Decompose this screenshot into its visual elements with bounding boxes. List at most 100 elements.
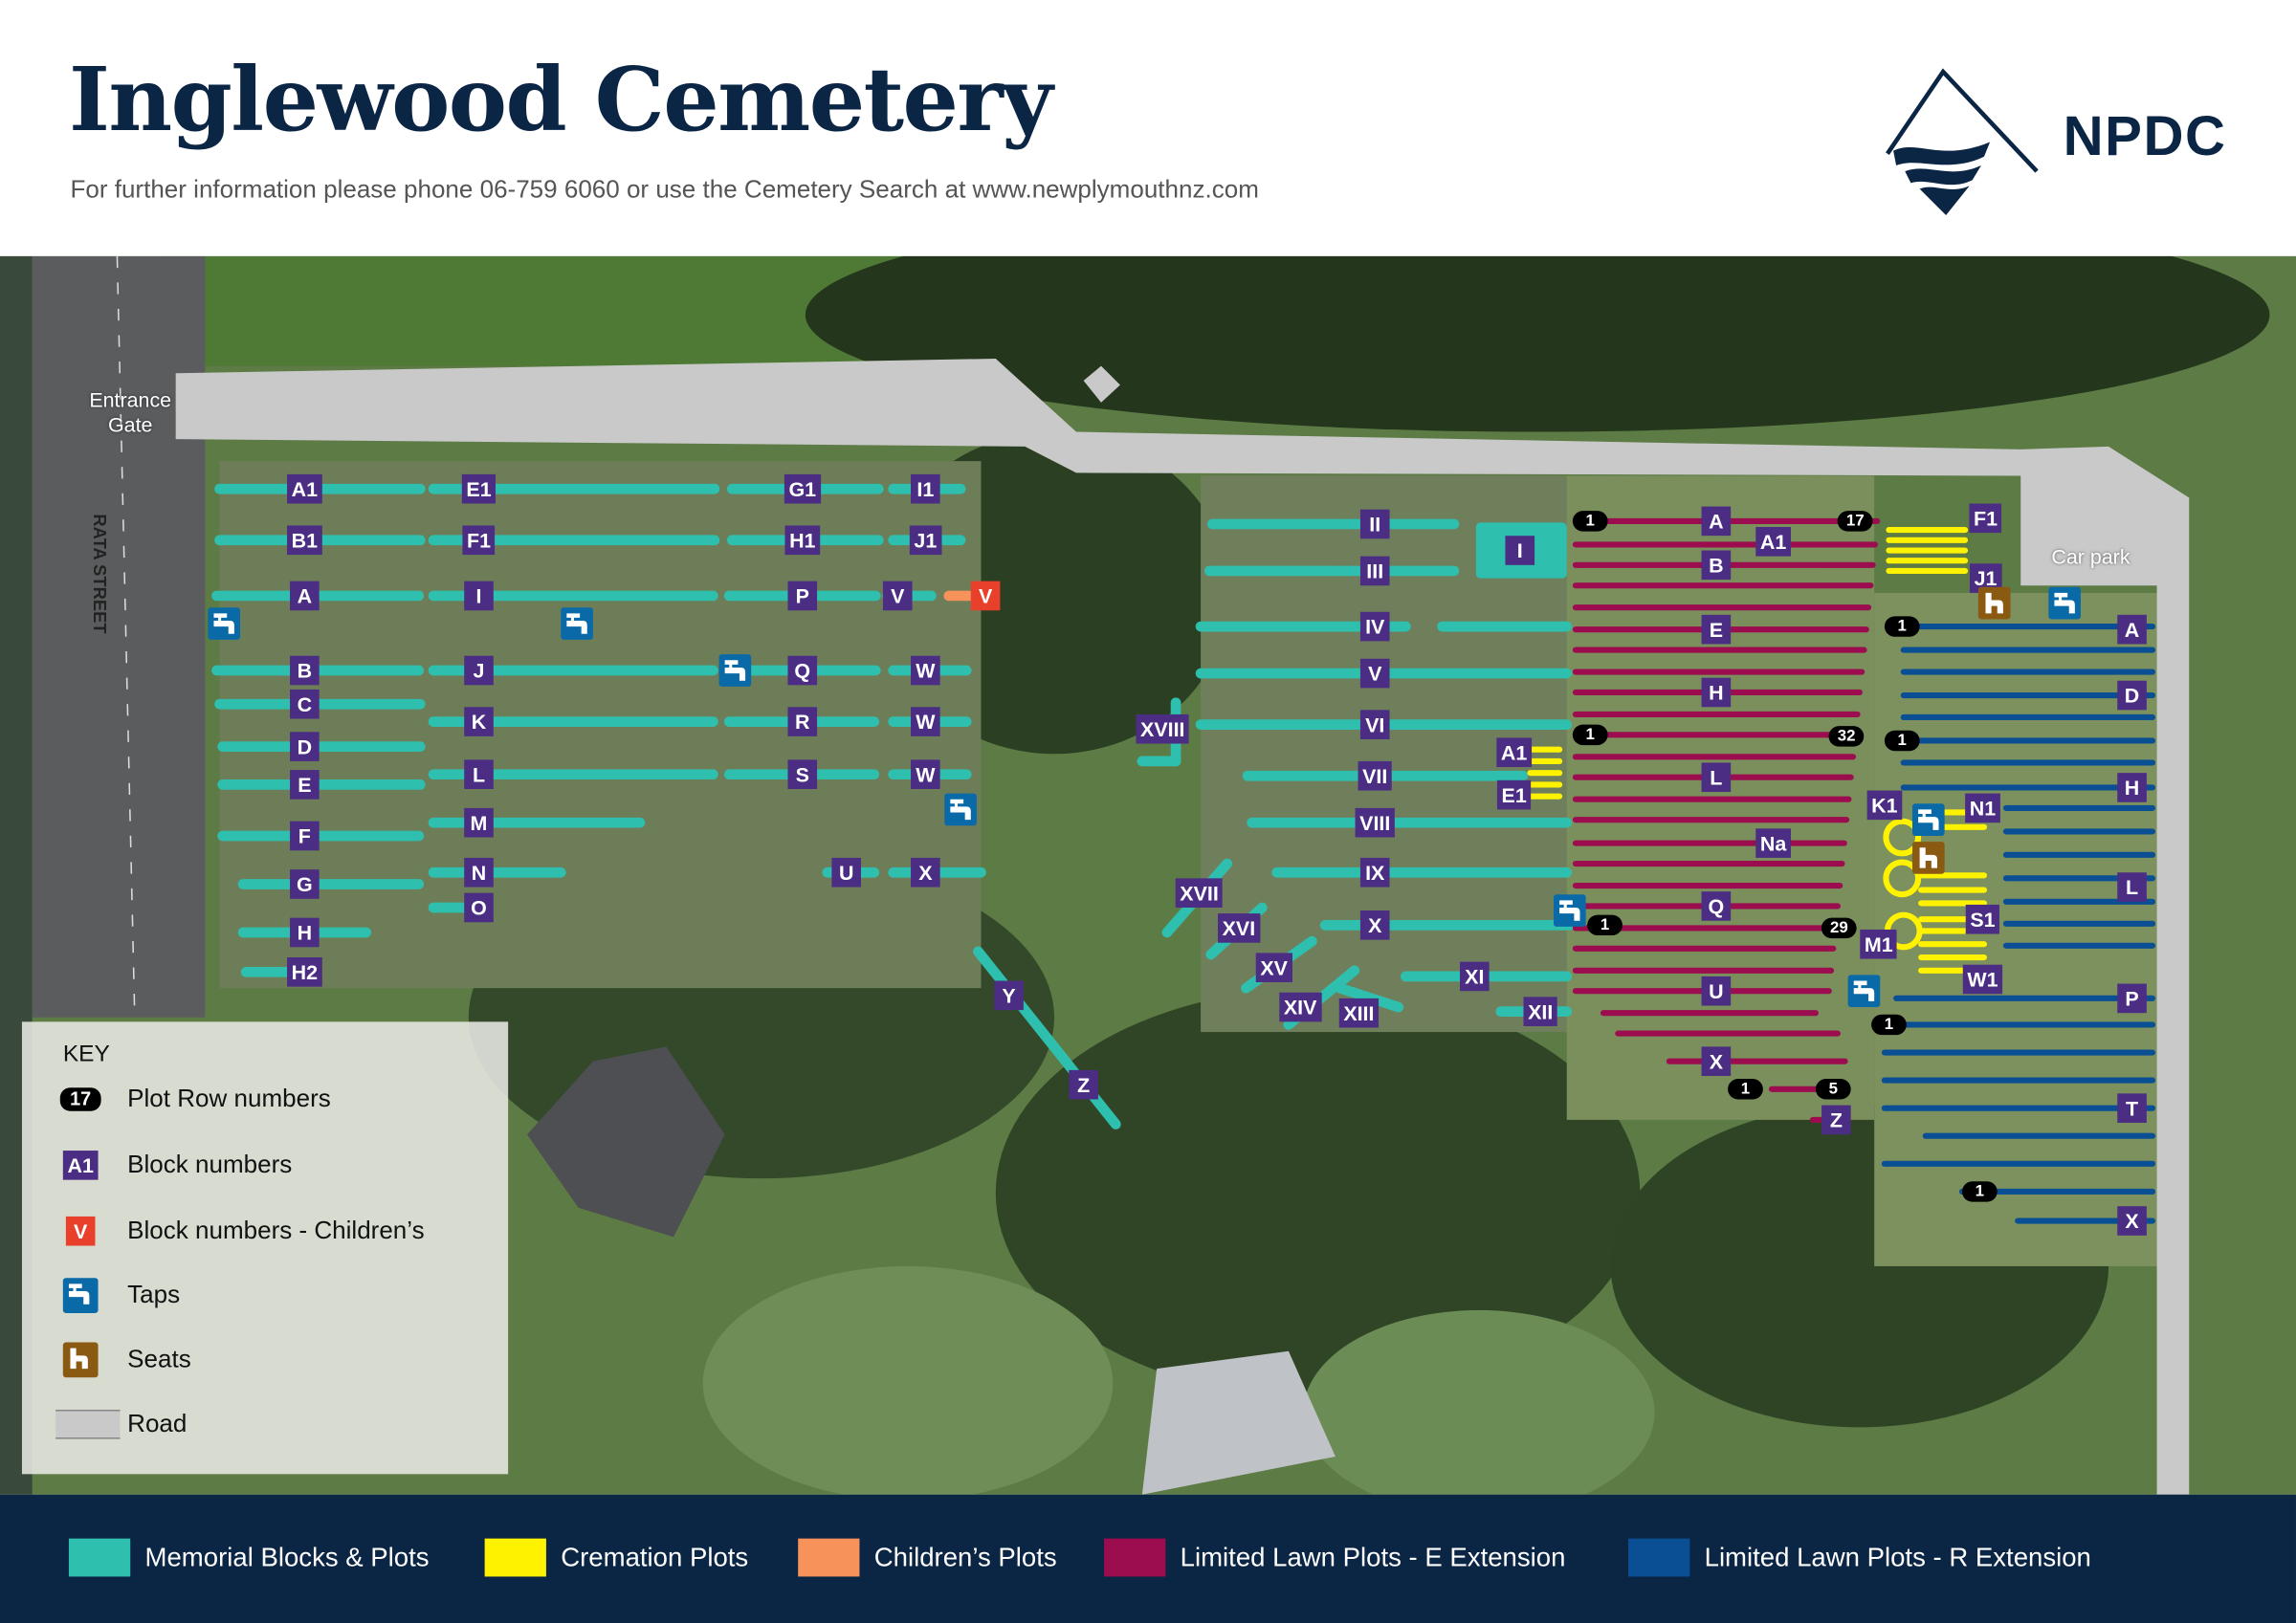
block-number: B1 — [287, 525, 322, 556]
block-number: F1 — [462, 525, 496, 556]
block-number: E — [1701, 614, 1732, 645]
block-number: D — [290, 732, 320, 761]
block-number: A — [290, 581, 320, 611]
block-number: L — [1701, 762, 1732, 793]
block-number: Q — [1701, 891, 1732, 921]
cremation-circle — [1883, 859, 1922, 898]
block-number: V — [882, 581, 913, 611]
key-label: Block numbers - Children’s — [127, 1216, 425, 1245]
block-number: Na — [1755, 828, 1791, 858]
block-number: W1 — [1962, 964, 2003, 995]
block-number: I — [464, 581, 494, 611]
memorial-plot-row — [1335, 982, 1404, 1013]
block-number: N — [464, 857, 494, 888]
block-number: Y — [994, 980, 1024, 1011]
block-number: Z — [1821, 1105, 1851, 1135]
logo-text: NPDC — [2063, 106, 2227, 169]
block-number: O — [464, 892, 494, 923]
block-number: P — [2117, 983, 2147, 1014]
seat-icon — [62, 1342, 99, 1378]
tap-icon — [1911, 803, 1945, 836]
block-number: B — [1701, 550, 1732, 581]
block-number: W — [911, 655, 940, 686]
block-number: U — [831, 857, 861, 888]
map-background — [0, 255, 2296, 1495]
block-number: K1 — [1866, 790, 1903, 821]
tap-icon — [718, 654, 752, 687]
block-number: A1 — [1496, 737, 1532, 768]
block-number: D — [2117, 680, 2147, 711]
block-number: J1 — [1969, 563, 2002, 593]
legend-memorial: Memorial Blocks & Plots — [68, 1538, 430, 1577]
legend-e-extension: Limited Lawn Plots - E Extension — [1104, 1538, 1565, 1577]
legend-label: Limited Lawn Plots - R Extension — [1704, 1542, 2091, 1572]
block-number: V — [1359, 658, 1390, 689]
children-block-sample: V — [65, 1216, 96, 1246]
block-number-sample: A1 — [62, 1151, 99, 1180]
block-number: IV — [1359, 611, 1390, 642]
plot-row-number: 1 — [1962, 1181, 1998, 1202]
legend-swatch — [68, 1538, 131, 1577]
block-number: A — [1701, 506, 1732, 537]
plot-row-number: 1 — [1572, 511, 1608, 532]
block-number: X — [2117, 1206, 2147, 1236]
key-item-taps: Taps — [55, 1274, 181, 1318]
plot-row-number: 1 — [1728, 1079, 1763, 1100]
block-number: E1 — [461, 473, 497, 504]
plot-row-number: 1 — [1587, 914, 1623, 936]
block-number: J — [464, 655, 494, 686]
block-number: A1 — [1755, 527, 1791, 557]
map-key: KEY 17 Plot Row numbers A1 Block numbers… — [21, 1021, 509, 1475]
npdc-logo: NPDC — [1882, 66, 2233, 220]
block-number: VII — [1358, 760, 1392, 791]
seat-icon — [1911, 842, 1945, 874]
mountain-wave-icon — [1886, 68, 2039, 215]
block-number: S1 — [1965, 904, 2000, 934]
key-item-block-numbers: A1 Block numbers — [55, 1143, 292, 1187]
block-number: H2 — [287, 957, 322, 987]
block-number: E — [290, 770, 320, 800]
plot-row-number: 32 — [1828, 726, 1865, 747]
block-number: F — [290, 821, 320, 851]
road-swatch — [55, 1409, 121, 1439]
legend-r-extension: Limited Lawn Plots - R Extension — [1628, 1538, 2091, 1577]
key-item-row-numbers: 17 Plot Row numbers — [55, 1078, 331, 1122]
block-number: G1 — [784, 473, 821, 504]
block-number: A1 — [287, 473, 322, 504]
block-number: XIV — [1279, 992, 1322, 1022]
legend-cremation: Cremation Plots — [484, 1538, 748, 1577]
block-number: U — [1701, 976, 1732, 1006]
legend-label: Children’s Plots — [873, 1542, 1057, 1572]
block-number: XVII — [1175, 878, 1224, 908]
block-number: XVIII — [1136, 713, 1190, 744]
block-number: R — [787, 707, 818, 736]
plot-row-number: 1 — [1884, 730, 1920, 752]
legend-swatch — [1628, 1538, 1690, 1577]
block-number: X — [1701, 1046, 1732, 1076]
block-number: P — [787, 581, 818, 611]
block-number: H — [2117, 773, 2147, 802]
tap-icon — [208, 607, 241, 640]
plot-row-number: 1 — [1572, 724, 1608, 746]
block-number: T — [2117, 1093, 2147, 1123]
plot-row-number: 1 — [1871, 1014, 1907, 1036]
key-label: Taps — [127, 1281, 181, 1309]
block-number: II — [1359, 509, 1390, 539]
legend-childrens: Children’s Plots — [798, 1538, 1057, 1577]
block-number: L — [2117, 872, 2147, 902]
block-number: C — [290, 689, 320, 719]
block-number: A — [2117, 614, 2147, 645]
key-label: Plot Row numbers — [127, 1085, 331, 1113]
key-label: Seats — [127, 1345, 191, 1373]
block-number: N1 — [1965, 793, 2000, 823]
tap-icon — [1847, 975, 1881, 1008]
block-number: E1 — [1496, 779, 1532, 810]
tap-icon — [561, 607, 593, 640]
block-number: K — [464, 707, 494, 736]
key-item-children-blocks: V Block numbers - Children’s — [55, 1209, 425, 1253]
legend-swatch — [1104, 1538, 1166, 1577]
key-item-seats: Seats — [55, 1338, 191, 1382]
seat-icon — [1977, 586, 2011, 620]
